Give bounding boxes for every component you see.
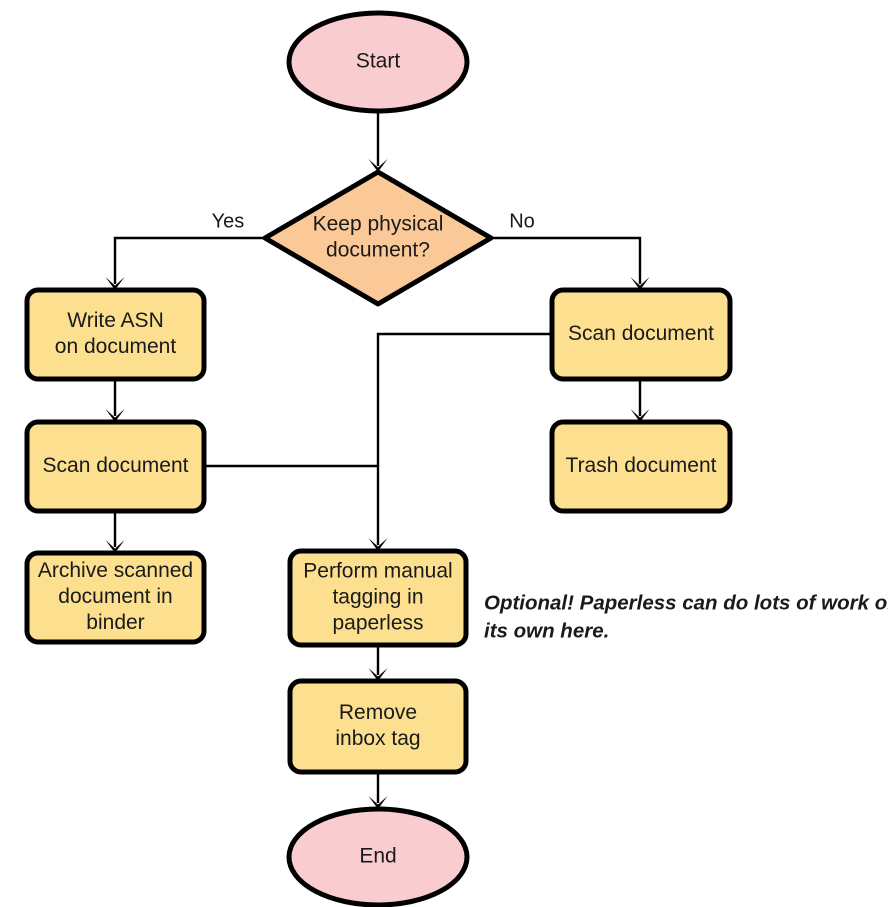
edge-scan-right-to-trash (630, 379, 650, 422)
edge-arrowhead (630, 409, 650, 422)
terminator-ellipse[interactable] (286, 10, 470, 114)
node-archive-binder[interactable]: Archive scanned document in binder (24, 550, 207, 645)
edges-layer: Yes No (105, 111, 650, 809)
edge-line (113, 236, 265, 284)
node-label: Keep physical (313, 213, 444, 236)
process-rect[interactable] (24, 550, 207, 645)
node-label: Remove (339, 701, 417, 724)
process-rect[interactable] (287, 548, 469, 648)
edge-scan-left-to-archive (105, 511, 125, 553)
decision-diamond[interactable] (262, 169, 494, 307)
node-label: on document (55, 335, 177, 358)
node-label: Trash document (566, 454, 717, 477)
node-label: Start (356, 50, 401, 73)
edge-label-yes: Yes (212, 210, 245, 232)
node-label: Archive scanned (38, 559, 193, 582)
annotation-optional-note: Optional! Paperless can do lots of work … (484, 591, 888, 642)
edge-decision-yes: Yes (105, 210, 265, 290)
edge-write-asn-to-scan-left (105, 379, 125, 422)
process-rect[interactable] (287, 678, 469, 775)
terminator-ellipse[interactable] (286, 806, 470, 907)
annotation-line: its own here. (484, 619, 609, 642)
edge-decision-no: No (492, 210, 650, 290)
node-label: End (359, 845, 396, 868)
process-rect[interactable] (24, 287, 207, 382)
node-keep-physical[interactable]: Keep physical document? (262, 169, 494, 307)
node-trash[interactable]: Trash document (549, 419, 733, 514)
edge-arrowhead (368, 668, 388, 681)
node-label: Scan document (43, 454, 189, 477)
process-rect[interactable] (24, 419, 207, 514)
node-label: Write ASN (67, 309, 163, 332)
edge-line (376, 332, 552, 545)
edge-arrowhead (630, 277, 650, 290)
edge-start-to-decision (368, 111, 388, 172)
node-remove-inbox-tag[interactable]: Remove inbox tag (287, 678, 469, 775)
process-rect[interactable] (549, 419, 733, 514)
node-label: tagging in (332, 586, 423, 609)
edge-remove-tag-to-end (368, 772, 388, 809)
node-scan-left[interactable]: Scan document (24, 419, 207, 514)
node-label: document in (58, 585, 172, 608)
node-label: binder (86, 611, 144, 634)
node-write-asn[interactable]: Write ASN on document (24, 287, 207, 382)
node-start[interactable]: Start (286, 10, 470, 114)
edge-arrowhead (105, 409, 125, 422)
node-label: document? (326, 239, 430, 262)
edge-arrowhead (368, 159, 388, 172)
edge-tagging-to-remove-tag (368, 645, 388, 681)
node-scan-right[interactable]: Scan document (549, 287, 733, 382)
edge-arrowhead (368, 796, 388, 809)
node-label: inbox tag (335, 727, 420, 750)
edge-label-no: No (509, 210, 535, 232)
annotation-line: Optional! Paperless can do lots of work … (484, 591, 888, 614)
edge-scan-right-to-tagging (368, 332, 552, 551)
edge-arrowhead (105, 277, 125, 290)
edge-arrowhead (105, 540, 125, 553)
process-rect[interactable] (549, 287, 733, 382)
node-end[interactable]: End (286, 806, 470, 907)
node-label: Scan document (568, 322, 714, 345)
node-manual-tagging[interactable]: Perform manual tagging in paperless (287, 548, 469, 648)
annotations-layer: Optional! Paperless can do lots of work … (484, 591, 888, 642)
edge-arrowhead (368, 538, 388, 551)
node-label: Perform manual (303, 560, 452, 583)
edge-line (492, 236, 642, 284)
node-label: paperless (332, 612, 423, 635)
